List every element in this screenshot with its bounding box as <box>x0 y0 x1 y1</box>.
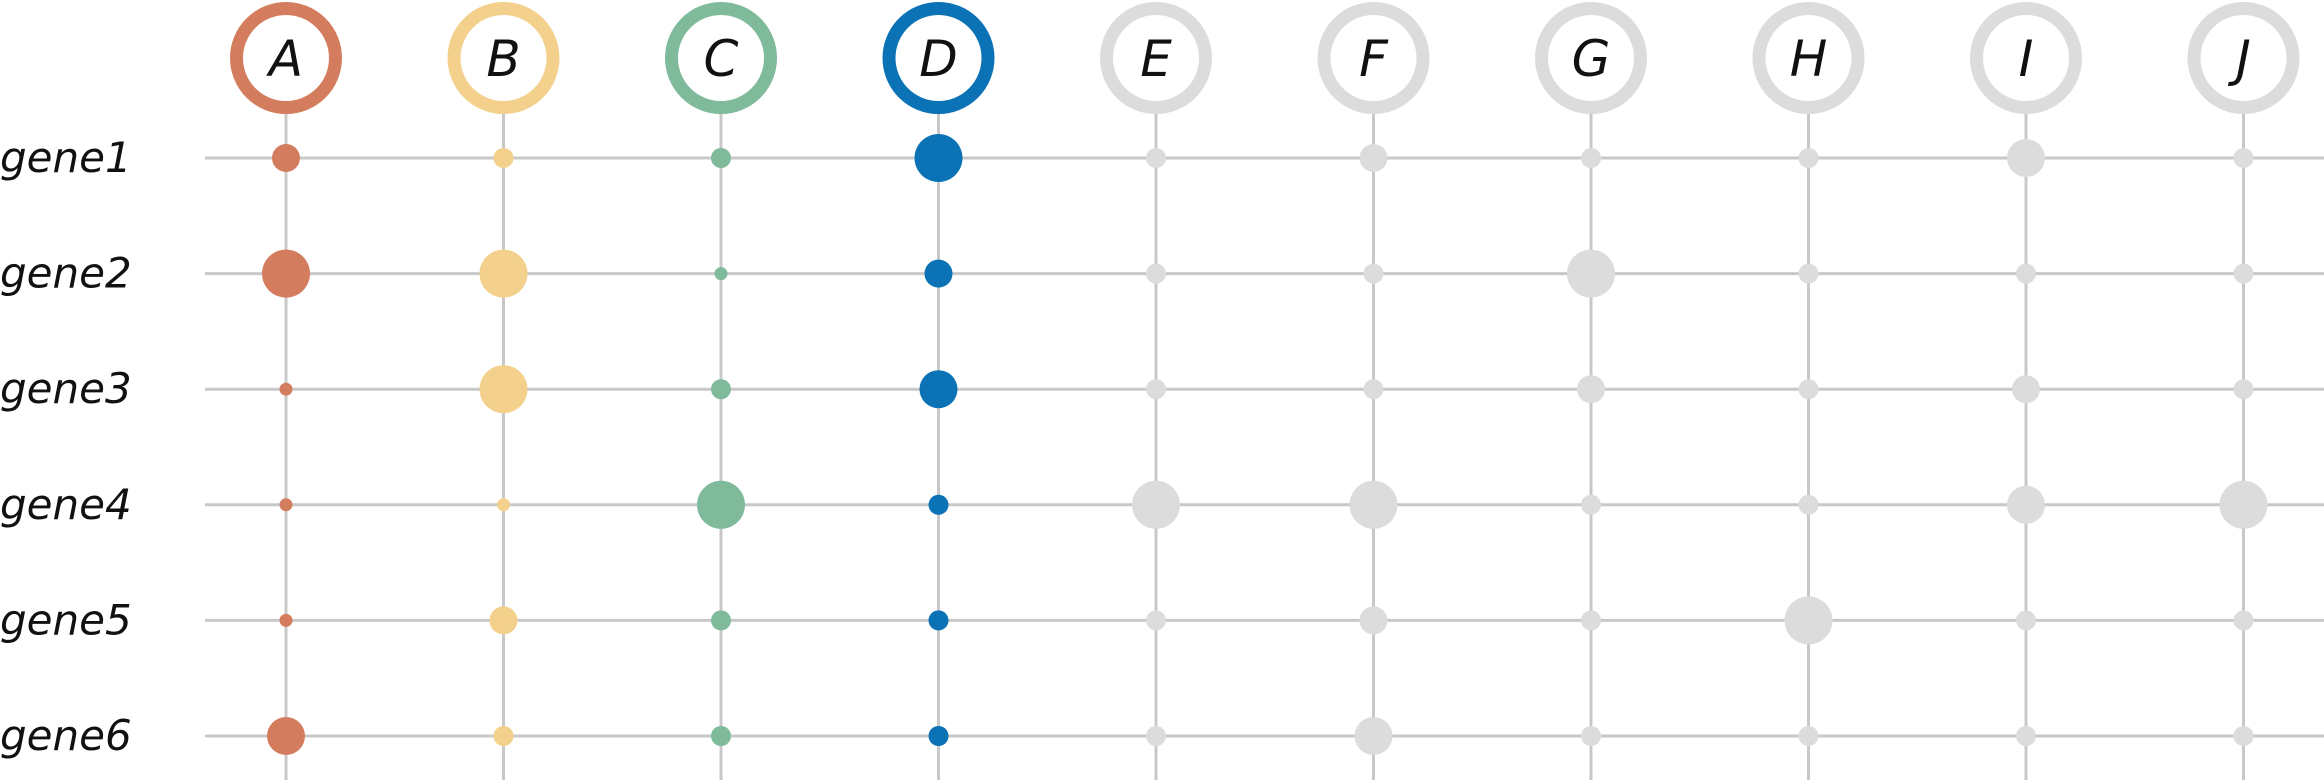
row-label-gene6: gene6 <box>0 711 132 760</box>
column-header-ring-I <box>1970 2 2082 114</box>
dot-gene1-I <box>2007 139 2045 177</box>
column-header-ring-B <box>447 2 560 114</box>
dot-gene6-E <box>1146 726 1166 746</box>
row-labels: gene1 gene2 gene3 gene4 gene5 gene6 <box>0 133 132 760</box>
column-header-ring-J <box>2187 2 2300 114</box>
column-header-ring-A <box>230 2 342 114</box>
dot-gene3-C <box>711 379 731 400</box>
dot-gene6-A <box>267 717 305 755</box>
dots <box>262 134 2268 755</box>
dot-gene3-H <box>1798 379 1819 400</box>
dot-gene5-A <box>279 613 293 627</box>
dot-gene2-D <box>924 259 953 288</box>
dot-gene6-D <box>928 726 949 746</box>
column-header-label-H: H <box>1790 30 1828 88</box>
dot-gene2-E <box>1146 263 1166 284</box>
column-header-ring-D <box>882 2 995 114</box>
dot-gene3-I <box>2012 375 2040 404</box>
row-label-gene4: gene4 <box>0 480 132 529</box>
dot-gene6-H <box>1798 726 1819 746</box>
column-header-label-F: F <box>1359 30 1389 88</box>
dot-gene5-H <box>1784 596 1833 645</box>
dot-gene4-B <box>497 498 510 512</box>
dot-gene2-A <box>262 249 310 298</box>
column-header-label-E: E <box>1140 30 1172 88</box>
column-header-ring-E <box>1100 2 1212 114</box>
dot-gene4-G <box>1581 494 1601 515</box>
dot-gene4-I <box>2007 485 2045 524</box>
column-header-ring-C <box>665 2 777 114</box>
dot-gene3-A <box>279 382 293 396</box>
column-header-label-G: G <box>1572 30 1611 88</box>
dot-gene2-G <box>1567 249 1615 298</box>
dot-gene5-J <box>2233 610 2254 631</box>
row-label-gene2: gene2 <box>0 249 132 298</box>
dot-gene5-D <box>928 610 949 631</box>
column-header-label-I: I <box>2019 30 2034 88</box>
dot-gene2-F <box>1363 263 1384 284</box>
dot-gene6-C <box>711 726 731 746</box>
dot-gene1-B <box>493 148 514 168</box>
dot-gene1-G <box>1581 148 1601 168</box>
dot-gene2-B <box>479 249 528 298</box>
dot-gene4-F <box>1349 480 1398 529</box>
dot-gene3-D <box>919 370 958 409</box>
dot-gene2-H <box>1798 263 1819 284</box>
row-label-gene1: gene1 <box>0 133 132 182</box>
dot-gene6-I <box>2016 726 2036 746</box>
column-header-label-A: A <box>266 30 303 88</box>
dot-gene1-E <box>1146 148 1166 168</box>
dot-gene4-J <box>2219 480 2268 529</box>
dot-gene6-B <box>493 726 514 746</box>
dot-gene1-F <box>1359 144 1388 172</box>
dot-gene5-F <box>1359 606 1388 635</box>
dot-gene4-C <box>697 480 745 529</box>
grid-lines <box>205 107 2324 780</box>
dot-gene4-H <box>1798 494 1819 515</box>
dot-gene3-B <box>479 365 528 414</box>
column-header-ring-F <box>1317 2 1430 114</box>
dot-gene2-I <box>2016 263 2036 284</box>
column-header-label-D: D <box>919 30 958 88</box>
dot-gene1-J <box>2233 148 2254 168</box>
dot-gene1-A <box>272 144 300 172</box>
dot-gene3-J <box>2233 379 2254 400</box>
dot-gene6-G <box>1581 726 1601 746</box>
row-label-gene5: gene5 <box>0 595 132 644</box>
dot-gene1-C <box>711 148 731 168</box>
dot-gene6-J <box>2233 726 2254 746</box>
dot-gene5-B <box>489 606 518 635</box>
dot-gene5-E <box>1146 610 1166 631</box>
column-header-ring-H <box>1752 2 1865 114</box>
dot-gene5-C <box>711 610 731 631</box>
dot-gene1-D <box>914 134 963 182</box>
dot-gene6-F <box>1354 717 1393 755</box>
dot-gene5-G <box>1581 610 1601 631</box>
dot-gene3-F <box>1363 379 1384 400</box>
dot-gene3-E <box>1146 379 1166 400</box>
dot-gene4-E <box>1132 480 1180 529</box>
dot-gene2-C <box>714 267 728 281</box>
dot-gene1-H <box>1798 148 1819 168</box>
dot-gene2-J <box>2233 263 2254 284</box>
dot-gene5-I <box>2016 610 2036 631</box>
dot-gene4-D <box>928 494 949 515</box>
column-header-label-C: C <box>704 30 739 88</box>
dot-gene4-A <box>279 498 293 512</box>
row-label-gene3: gene3 <box>0 364 132 413</box>
dot-gene3-G <box>1577 375 1605 404</box>
column-header-label-B: B <box>486 30 520 88</box>
column-header-ring-G <box>1535 2 1647 114</box>
